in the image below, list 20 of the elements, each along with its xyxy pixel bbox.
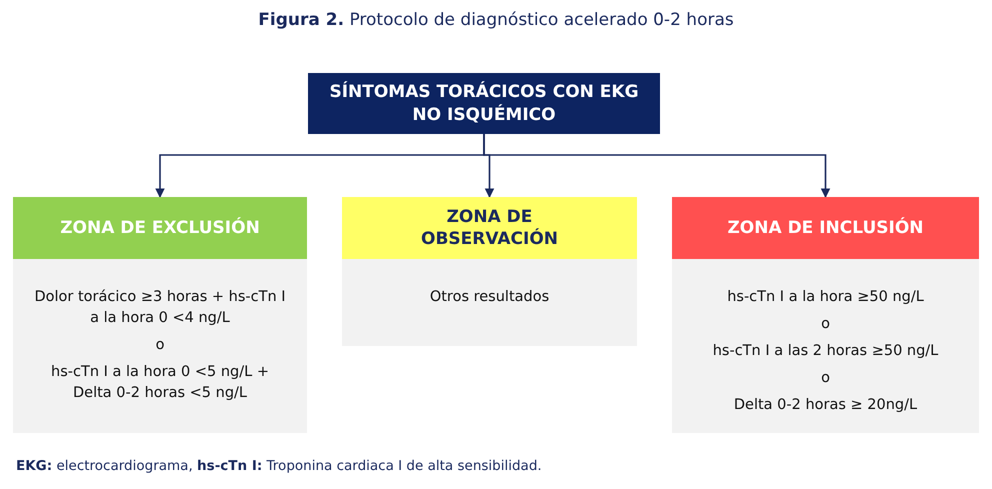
start-box — [308, 73, 660, 134]
criteria-text: Delta 0-2 horas ≥ 20ng/L — [732, 396, 918, 416]
criteria-text: o — [820, 369, 831, 388]
zone-header: ZONA DE OBSERVACIÓN — [342, 197, 637, 259]
criteria-text: hs-cTn I a la hora ≥50 ng/L — [726, 288, 925, 307]
criteria-text: Otros resultados — [428, 288, 550, 307]
figure-title: Figura 2. Protocolo de diagnóstico acelerado 0-2 horas — [257, 10, 735, 30]
zone-header: ZONA DE INCLUSIÓN — [672, 197, 979, 259]
criteria-text: o — [154, 336, 166, 356]
zone-panel — [13, 197, 307, 433]
criteria-text: hs-cTn I a la hora 0 <5 ng/L + Delta 0-2 horas <5 ng/L — [50, 363, 270, 404]
arrow — [483, 134, 830, 198]
zone-panel — [342, 197, 637, 346]
zone-panel — [672, 197, 979, 433]
caption: EKG: electrocardiograma, hs-cTn I: Troponina cardiaca I de alta sensibilidad. — [16, 458, 542, 474]
criteria-text: o — [820, 315, 831, 334]
zone-header: ZONA DE EXCLUSIÓN — [13, 197, 307, 259]
criteria-text: Dolor torácico ≥3 horas + hs-cTn I a la hora 0 <4 ng/L — [33, 288, 287, 328]
criteria-text: hs-cTn I a las 2 horas ≥50 ng/L — [712, 342, 940, 362]
box-label: SÍNTOMAS TORÁCICOS CON EKG NO ISQUÉMICO — [328, 81, 640, 126]
